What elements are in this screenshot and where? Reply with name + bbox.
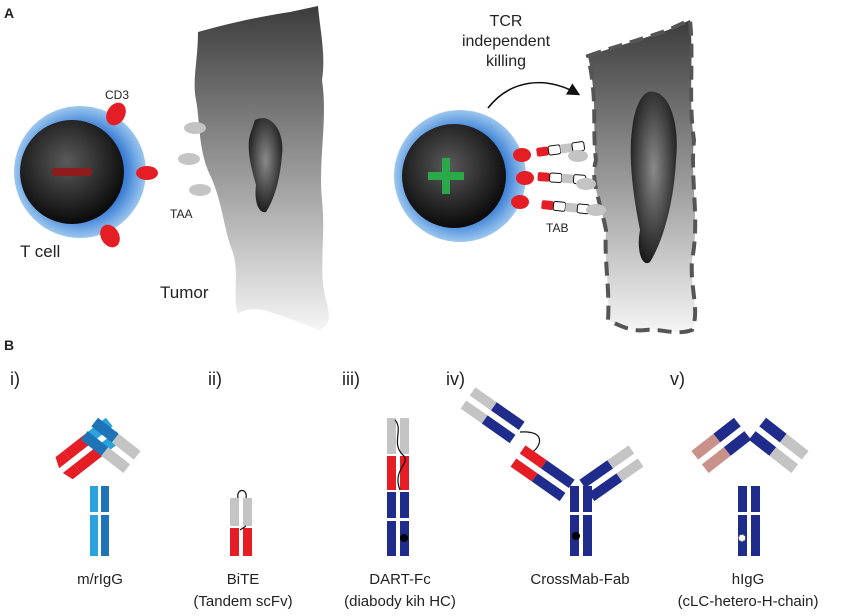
- knob-into-hole: [400, 534, 408, 542]
- cd3-receptor: [136, 166, 158, 180]
- format-numeral-i: i): [10, 369, 20, 389]
- tumor-nucleus: [248, 118, 283, 213]
- tcr-label-line-2: independent: [462, 33, 551, 50]
- tumor-cell-left: [178, 6, 329, 330]
- format-name-bite: BiTE: [227, 571, 260, 588]
- format-sub-dart-fc: (diabody kih HC): [344, 593, 456, 610]
- panel-a-letter: A: [4, 5, 14, 21]
- panel-b-letter: B: [4, 337, 14, 353]
- t-cell-right: [394, 110, 534, 242]
- taa-antigen: [178, 153, 200, 165]
- format-numeral-v: v): [670, 369, 685, 389]
- format-name-m-rigg: m/rIgG: [77, 571, 123, 588]
- format-sub-higg: (cLC-hetero-H-chain): [678, 593, 819, 610]
- taa-antigen: [568, 150, 588, 162]
- tcr-label-line-3: killing: [486, 53, 526, 70]
- format-numeral-iii: iii): [342, 369, 360, 389]
- format-numeral-iv: iv): [446, 369, 465, 389]
- knob-into-hole: [572, 532, 580, 540]
- tumor-cell-right: [568, 17, 698, 335]
- taa-antigen: [189, 184, 211, 196]
- format-name-crossmab-fab: CrossMab-Fab: [530, 571, 629, 588]
- antibody-m-rigg: [55, 417, 141, 556]
- antibody-bite: [230, 489, 252, 556]
- antibody-higg: [691, 417, 809, 556]
- t-cell-left: [14, 102, 158, 248]
- plus-sign-v: [442, 158, 450, 194]
- antibody-crossmab-fab: [460, 387, 644, 556]
- tab-engagers: [536, 141, 591, 215]
- t-cell-label: T cell: [20, 242, 60, 261]
- antibody-dart-fc: [385, 418, 411, 556]
- cd3-receptor: [513, 148, 531, 162]
- minus-sign: [52, 168, 92, 176]
- hetero-mutation-marker: [738, 534, 746, 542]
- cd3-receptor: [100, 224, 120, 248]
- taa-antigen: [184, 122, 206, 134]
- taa-antigen: [576, 178, 596, 190]
- format-name-dart-fc: DART-Fc: [369, 571, 431, 588]
- cd3-receptor: [106, 102, 126, 126]
- tumor-label: Tumor: [160, 283, 209, 302]
- killing-arrow: [487, 81, 581, 109]
- tcr-label-line-1: TCR: [490, 13, 523, 30]
- format-sub-bite: (Tandem scFv): [193, 593, 292, 610]
- cd3-receptor: [516, 171, 534, 185]
- format-numeral-ii: ii): [208, 369, 222, 389]
- tab-label: TAB: [546, 221, 568, 235]
- cd3-label: CD3: [105, 88, 129, 102]
- taa-label: TAA: [170, 207, 192, 221]
- tumor-nucleus: [630, 91, 677, 264]
- format-name-higg: hIgG: [732, 571, 765, 588]
- taa-antigen: [586, 204, 606, 216]
- cd3-receptor: [511, 195, 529, 209]
